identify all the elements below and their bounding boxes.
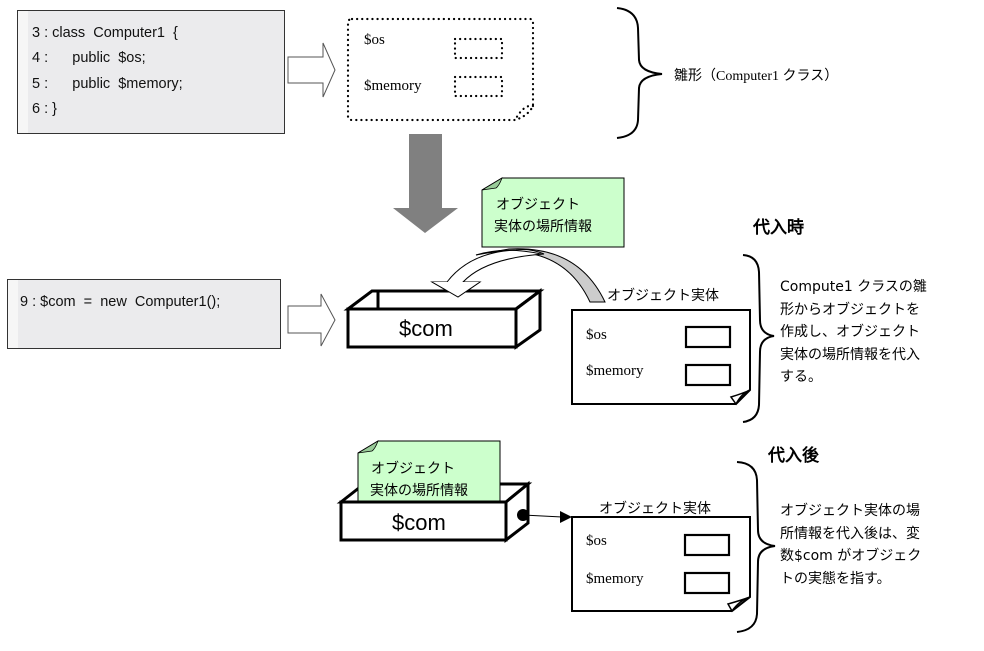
template-field-memory: $memory xyxy=(364,78,422,94)
location-note-2-line1: オブジェクト xyxy=(371,461,455,477)
pointer-line xyxy=(522,514,563,518)
code-line: 5 : public $memory; xyxy=(32,76,183,92)
brace-after xyxy=(736,461,776,633)
object-entity-2-field-memory: $memory xyxy=(586,571,644,587)
section-after-heading: 代入後 xyxy=(768,446,819,466)
template-card xyxy=(346,17,535,122)
section-assign-heading: 代入時 xyxy=(753,218,804,238)
object-entity-card-2 xyxy=(571,516,751,613)
description-line: 作成し、オブジェクト xyxy=(780,324,920,340)
down-arrow-icon xyxy=(393,134,458,233)
location-note-1-line2: 実体の場所情報 xyxy=(494,219,592,235)
right-arrow-icon xyxy=(287,42,336,98)
object-entity-1-field-os: $os xyxy=(586,327,607,343)
object-entity-1-title: オブジェクト実体 xyxy=(607,288,719,304)
description-line: 実体の場所情報を代入 xyxy=(780,346,920,363)
code-line: 6 : } xyxy=(32,101,57,117)
right-arrow-icon xyxy=(287,293,336,347)
section-assign-description: Compute1 クラスの雛 形からオブジェクトを 作成し、オブジェクト 実体の… xyxy=(780,276,927,389)
code-line: 9 : $com = new Computer1(); xyxy=(20,294,221,310)
description-line: Compute1 クラスの雛 xyxy=(780,279,927,295)
object-entity-2-title: オブジェクト実体 xyxy=(599,501,711,517)
pointer-arrowhead xyxy=(560,511,572,523)
description-line: トの実態を指す。 xyxy=(780,570,891,587)
code-block-new: 9 : $com = new Computer1(); xyxy=(7,279,281,349)
code-block-class: 3 : class Computer1 { 4 : public $os; 5 … xyxy=(17,10,285,134)
code-line: 4 : public $os; xyxy=(32,50,146,66)
template-field-os: $os xyxy=(364,32,385,48)
description-line: 形からオブジェクトを xyxy=(780,301,920,318)
object-entity-2-field-os: $os xyxy=(586,533,607,549)
object-entity-card-1 xyxy=(571,309,751,406)
variable-box-com-1-label: $com xyxy=(399,316,453,341)
description-line: 数$com がオブジェク xyxy=(780,548,922,564)
brace-assign xyxy=(742,254,775,423)
brace-template xyxy=(616,7,663,139)
template-os-slot xyxy=(453,37,504,60)
location-note-1-line1: オブジェクト xyxy=(496,197,580,213)
template-brace-label: 雛形（Computer1 クラス） xyxy=(674,69,839,84)
location-note-1 xyxy=(481,177,625,248)
location-note-2-line2: 実体の場所情報 xyxy=(370,483,468,499)
description-line: 所情報を代入後は、変 xyxy=(780,525,920,542)
object-entity-1-field-memory: $memory xyxy=(586,363,644,379)
code-line: 3 : class Computer1 { xyxy=(32,25,178,41)
variable-box-com-2-label: $com xyxy=(392,510,446,535)
section-after-description: オブジェクト実体の場 所情報を代入後は、変 数$com がオブジェク トの実態を… xyxy=(780,500,921,590)
template-memory-slot xyxy=(453,75,504,98)
description-line: する。 xyxy=(780,369,822,385)
variable-box-com-1 xyxy=(343,288,545,350)
description-line: オブジェクト実体の場 xyxy=(780,503,920,519)
